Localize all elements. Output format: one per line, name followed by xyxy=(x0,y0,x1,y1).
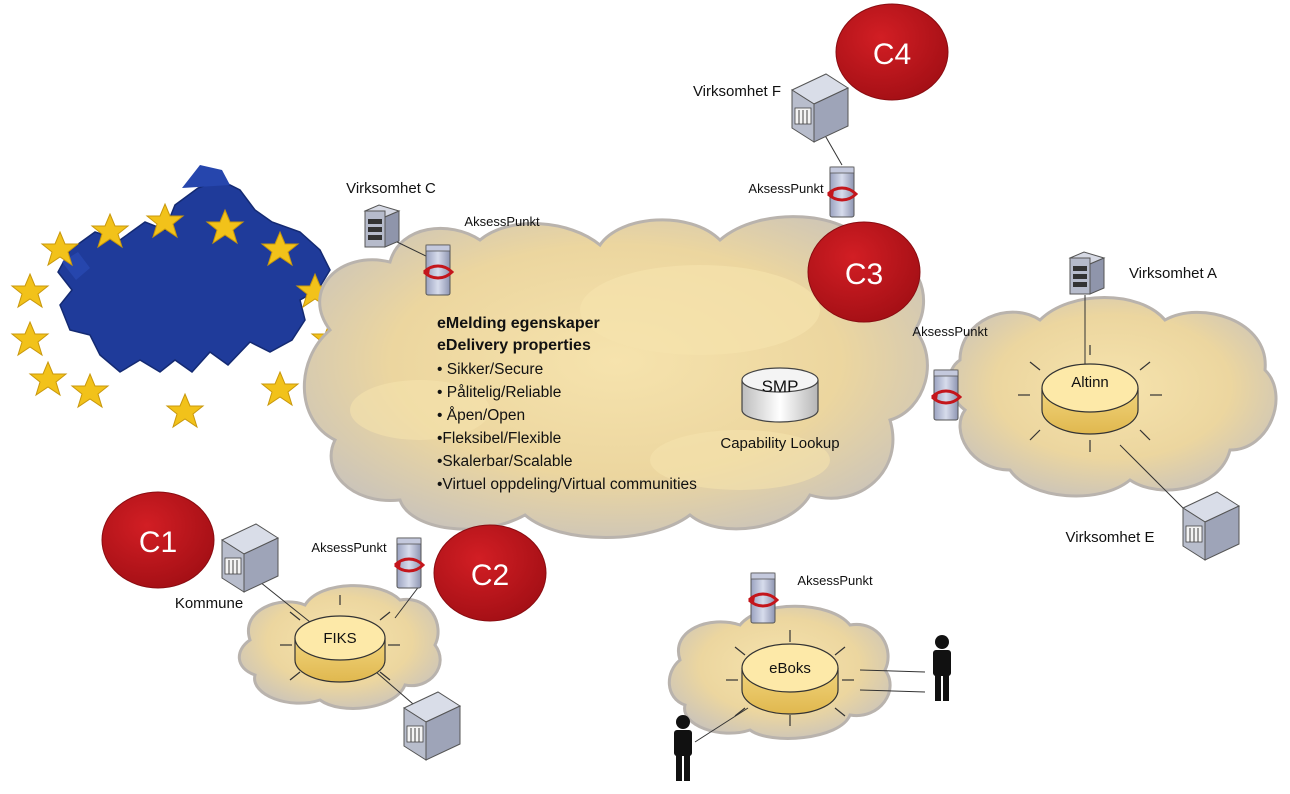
star-icon xyxy=(11,273,49,308)
star-icon xyxy=(71,373,109,408)
smp-label: SMP xyxy=(762,377,799,396)
altinn-label: Altinn xyxy=(1071,374,1109,391)
property-item: • Pålitelig/Reliable xyxy=(437,384,561,401)
fiks-hub[interactable]: FIKS xyxy=(280,595,400,683)
person-icon xyxy=(674,715,692,781)
property-item: • Sikker/Secure xyxy=(437,361,543,378)
building-icon[interactable] xyxy=(1182,491,1240,561)
altinn-hub[interactable]: Altinn xyxy=(1018,345,1162,452)
property-item: •Fleksibel/Flexible xyxy=(437,430,561,447)
aksesspunkt-label-f: AksessPunkt xyxy=(748,181,824,196)
properties-title-en: eDelivery properties xyxy=(437,337,591,354)
star-icon xyxy=(166,393,204,428)
star-icon xyxy=(11,321,49,356)
svg-text:C1: C1 xyxy=(139,526,177,559)
access-point-icon[interactable] xyxy=(930,368,962,422)
building-icon[interactable] xyxy=(791,73,849,143)
server-icon[interactable] xyxy=(1069,251,1105,295)
building-icon[interactable] xyxy=(221,523,279,593)
star-icon xyxy=(29,361,67,396)
properties-title-no: eMelding egenskaper xyxy=(437,315,600,332)
eboks-hub[interactable]: eBoks xyxy=(726,630,854,726)
aksesspunkt-label-eboks: AksessPunkt xyxy=(797,573,873,588)
svg-text:C2: C2 xyxy=(471,559,509,592)
badge-c2: C2 xyxy=(433,524,547,622)
badge-c1: C1 xyxy=(101,491,215,589)
main-cloud xyxy=(302,215,929,539)
access-point-icon[interactable] xyxy=(422,243,454,297)
aksesspunkt-label-a: AksessPunkt xyxy=(912,324,988,339)
property-item: •Virtuel oppdeling/Virtual communities xyxy=(437,476,697,493)
virksomhet-f-label: Virksomhet F xyxy=(693,83,781,100)
kommune-label: Kommune xyxy=(175,595,243,612)
smp-database[interactable]: SMP Capability Lookup xyxy=(720,367,840,452)
fiks-label: FIKS xyxy=(323,630,356,647)
property-item: • Åpen/Open xyxy=(437,407,525,424)
access-point-icon[interactable] xyxy=(393,536,425,590)
building-icon[interactable] xyxy=(403,691,461,761)
badge-c3: C3 xyxy=(807,221,921,323)
virksomhet-e-label: Virksomhet E xyxy=(1066,529,1155,546)
europe-map-icon xyxy=(11,165,349,428)
virksomhet-a-label: Virksomhet A xyxy=(1129,265,1217,282)
server-icon[interactable] xyxy=(364,204,400,248)
access-point-icon[interactable] xyxy=(826,165,858,219)
svg-text:C4: C4 xyxy=(873,38,911,71)
virksomhet-c-label: Virksomhet C xyxy=(346,180,436,197)
svg-text:C3: C3 xyxy=(845,258,883,291)
aksesspunkt-label-fiks: AksessPunkt xyxy=(311,540,387,555)
eboks-label: eBoks xyxy=(769,660,811,677)
person-icon xyxy=(933,635,951,701)
badge-c4: C4 xyxy=(835,3,949,101)
access-point-icon[interactable] xyxy=(747,571,779,625)
aksesspunkt-label-c: AksessPunkt xyxy=(464,214,540,229)
star-icon xyxy=(261,371,299,406)
property-item: •Skalerbar/Scalable xyxy=(437,453,573,470)
properties-block: eMelding egenskaper eDelivery properties… xyxy=(437,315,697,493)
smp-caption: Capability Lookup xyxy=(720,435,839,452)
